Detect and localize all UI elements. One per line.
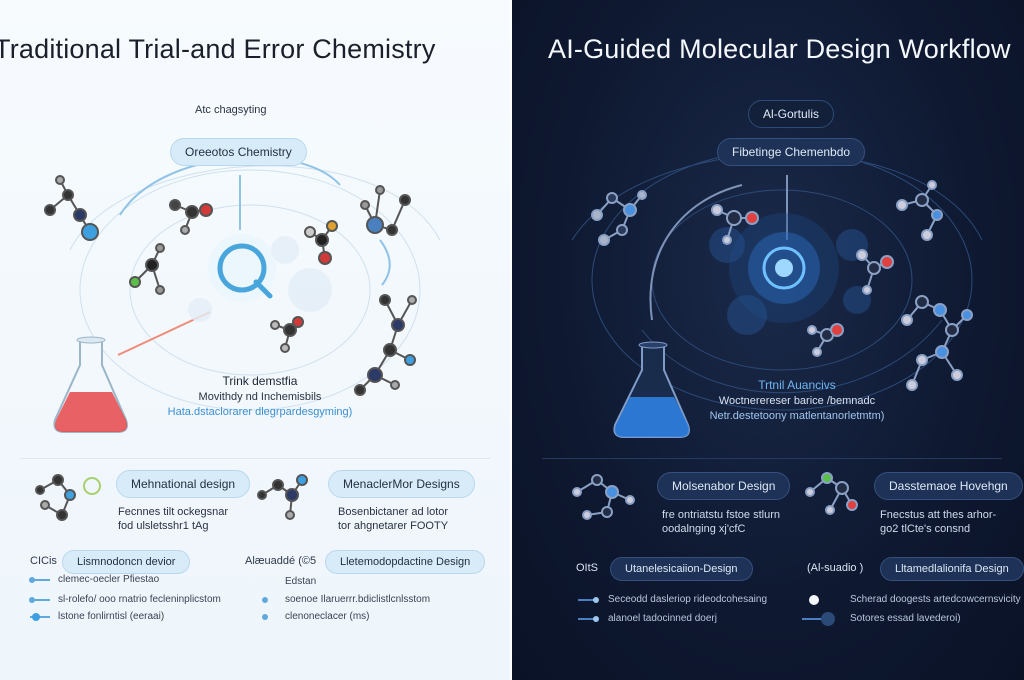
left-molecule-5 bbox=[270, 316, 304, 353]
right-molecule-1 bbox=[591, 190, 647, 246]
left-card-molecule-2 bbox=[257, 474, 308, 520]
left-card-2-label: MenaclerMor Designs bbox=[328, 470, 475, 498]
right-card-molecule-1 bbox=[572, 474, 635, 520]
left-card-1-label: Mehnational design bbox=[116, 470, 251, 498]
left-molecule-4 bbox=[304, 220, 338, 265]
left-card-2-desc: Bosenbictaner ad lotor tor ahgnetarer FO… bbox=[338, 505, 448, 533]
left-molecule-2 bbox=[169, 199, 213, 235]
left-card-2-desc-line1: Bosenbictaner ad lotor bbox=[338, 506, 449, 518]
left-legend-right-row-2: soenoe Ilaruerrr.bdiclistlcnlsstom bbox=[285, 594, 431, 605]
left-card-2-desc-line2: tor ahgnetarer FOOTY bbox=[338, 520, 449, 532]
right-legend-markers bbox=[578, 595, 835, 626]
right-caption-heading: Trtnil Auancivs bbox=[758, 378, 836, 392]
left-legend-chip: Lismnodoncn devior bbox=[62, 550, 191, 574]
right-flow-arrows bbox=[649, 175, 788, 321]
flask-icon-left bbox=[53, 336, 128, 433]
ai-core-glow-icon bbox=[729, 213, 839, 323]
left-card-1-desc-line1: Fecnnes tilt ockegsnar bbox=[118, 506, 229, 518]
right-molecule-6 bbox=[901, 295, 973, 391]
right-caption-line: Woctnerereser barice /bemnadc bbox=[718, 395, 876, 407]
right-card-1-desc: fre ontriatstu fstoe stlurn oodalnging x… bbox=[662, 508, 780, 536]
left-legend-row-3: lstone fonlirntisl (eeraai) bbox=[58, 611, 165, 622]
left-legend-markers bbox=[29, 577, 268, 621]
right-card-2-label: Dasstemaoe Hovehgn bbox=[874, 472, 1023, 500]
right-top-label: Al-Gortulis bbox=[748, 100, 835, 128]
right-legend-row-2: alanoel tadocinned doerj bbox=[608, 613, 717, 624]
left-legend-right-row-3: clenoneclacer (ms) bbox=[285, 611, 370, 622]
ai-guided-panel: AI-Guided Molecular Design Workflow Al-G… bbox=[512, 0, 1024, 680]
left-legend-label: CICis bbox=[30, 555, 57, 567]
right-legend-right-row-2: Sotores essad lavederoi) bbox=[850, 613, 961, 624]
right-card-1-desc-line2: oodalnging xj'cfC bbox=[662, 523, 746, 535]
right-legend-mid-chip: Lltamedlalionifa Design bbox=[880, 557, 1024, 581]
right-card-1-desc-line1: fre ontriatstu fstoe stlurn bbox=[662, 509, 780, 521]
magnifier-icon bbox=[208, 234, 276, 302]
right-card-2-desc: Fnecstus att thes arhor- go2 tlCte's con… bbox=[880, 508, 996, 536]
left-illustration bbox=[29, 156, 441, 621]
left-caption-heading: Trink demstfia bbox=[222, 374, 298, 388]
right-legend-mid-label: (Al-suadio ) bbox=[807, 562, 864, 574]
right-molecule-3 bbox=[856, 249, 894, 295]
right-card-1-label: Molsenabor Design bbox=[657, 472, 791, 500]
right-caption-accent: Netr.destetoony matlentanorletmtm) bbox=[709, 410, 885, 422]
left-divider bbox=[20, 458, 490, 459]
left-title: Traditional Trial-and Error Chemistry bbox=[0, 34, 436, 64]
right-legend-chip: Utanelesicaiion-Design bbox=[610, 557, 753, 581]
left-category-chip: Oreeotos Chemistry bbox=[170, 138, 307, 166]
right-divider bbox=[542, 458, 1002, 459]
left-legend-right-row-1: Edstan bbox=[285, 576, 317, 587]
right-card-2-desc-line1: Fnecstus att thes arhor- bbox=[880, 509, 997, 521]
right-molecule-2 bbox=[711, 204, 759, 245]
left-molecule-6 bbox=[360, 185, 411, 236]
right-category-chip: Fibetinge Chemenbdo bbox=[717, 138, 866, 166]
flask-icon-right bbox=[613, 341, 690, 438]
left-legend-mid-label: Alæuaddé (©5 bbox=[245, 555, 317, 567]
right-caption: Trtnil Auancivs Woctnerereser barice /be… bbox=[677, 378, 917, 422]
right-card-2-desc-line2: go2 tlCte's consnd bbox=[880, 523, 971, 535]
right-molecule-5 bbox=[896, 180, 943, 241]
right-legend-row-1: Seceodd dasleriop rideodcohesaing bbox=[608, 594, 768, 605]
left-legend-row-1: clemec-oecler Pfiestao bbox=[58, 574, 160, 585]
left-caption-line: Movithdy nd Inchemisbils bbox=[198, 391, 322, 403]
left-molecule-7 bbox=[354, 294, 417, 396]
left-legend-mid-chip: Lletemodopdactine Design bbox=[325, 550, 486, 574]
left-top-label: Atc chagsyting bbox=[195, 104, 267, 116]
left-card-1-desc-line2: fod ulsletsshr1 tAg bbox=[118, 520, 209, 532]
right-legend-label: OItS bbox=[576, 562, 599, 574]
right-card-molecule-2 bbox=[805, 472, 858, 515]
right-title: AI-Guided Molecular Design Workflow bbox=[548, 34, 1011, 64]
left-caption: Trink demstfia Movithdy nd Inchemisbils … bbox=[150, 374, 370, 418]
right-illustration bbox=[571, 149, 983, 626]
left-legend-row-2: sl-rolefo/ ooo rnatrio fecleninplicstom bbox=[58, 594, 221, 605]
left-bubbles bbox=[188, 236, 332, 322]
left-card-1-desc: Fecnnes tilt ockegsnar fod ulsletsshr1 t… bbox=[118, 505, 228, 533]
left-molecule-1 bbox=[44, 175, 99, 241]
traditional-panel: Traditional Trial-and Error Chemistry At… bbox=[0, 0, 512, 680]
left-card-molecule-1 bbox=[35, 474, 101, 521]
right-legend-right-row-1: Scherad doogests artedcowcernsvicity bbox=[850, 594, 1021, 605]
right-molecule-4 bbox=[807, 323, 844, 357]
left-caption-accent: Hata.dstaclorarer dlegrpardesgyming) bbox=[167, 406, 353, 418]
left-molecule-3 bbox=[129, 243, 165, 295]
